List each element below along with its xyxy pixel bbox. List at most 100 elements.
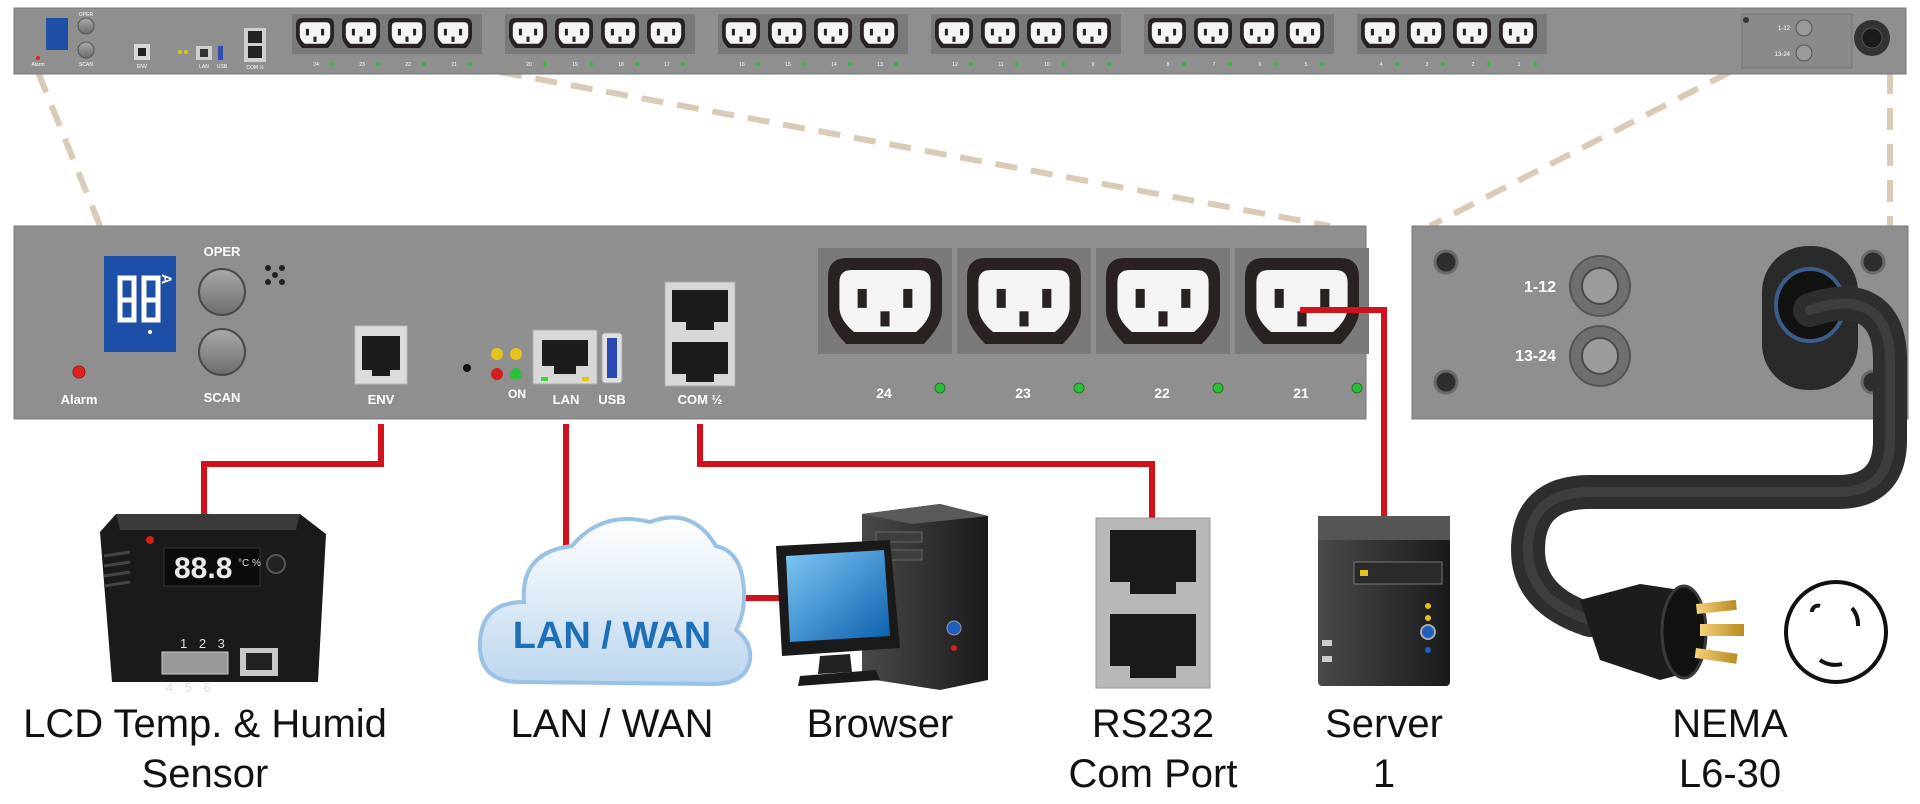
current-unit-label: A [159, 274, 175, 284]
caption-server-line1: Server [1325, 702, 1443, 746]
mini-breaker-label-1: 1-12 [1778, 26, 1791, 32]
caption-server: Server 1 [1294, 699, 1474, 799]
mini-outlet-7: 7 [1194, 18, 1232, 68]
mini-outlet-17: 17 [647, 18, 685, 68]
caption-server-line2: 1 [1372, 752, 1396, 796]
mini-outlet-15: 15 [768, 18, 806, 68]
mini-outlet-6: 6 [1240, 18, 1278, 68]
sensor-lcd-readout: 88.8 [174, 552, 232, 585]
cable-env-to-sensor [201, 424, 384, 520]
caption-nema: NEMA L6-30 [1630, 699, 1830, 799]
outlet-led-23 [1073, 382, 1085, 394]
power-cord [1510, 286, 1907, 637]
monitor-screen [786, 550, 890, 642]
front-outlets: 24 23 22 21 [818, 248, 1369, 401]
outlet-label-22: 22 [1154, 385, 1170, 401]
mini-outlet-19: 19 [555, 18, 593, 68]
caption-lan-wan: LAN / WAN [510, 702, 714, 746]
outlet-22: 22 [1096, 248, 1230, 401]
mini-outlet-label-15: 15 [785, 62, 791, 68]
mini-outlet-label-18: 18 [618, 62, 624, 68]
mini-outlet-14: 14 [814, 18, 852, 68]
mini-outlet-11: 11 [981, 18, 1019, 68]
mini-oper-button [77, 17, 95, 35]
mini-outlet-3: 3 [1407, 18, 1445, 68]
caption-rs232-line1: RS232 [1091, 702, 1215, 746]
mini-outlet-label-19: 19 [572, 62, 578, 68]
scan-button-label: SCAN [204, 390, 241, 405]
mini-outlet-label-6: 6 [1259, 62, 1262, 68]
sensor-unit-indicator: °C % [238, 558, 261, 569]
mini-outlet-label-5: 5 [1305, 62, 1308, 68]
outlet-21: 21 [1235, 248, 1369, 401]
mini-usb-port [218, 46, 223, 60]
mini-breaker-label-2: 13-24 [1775, 52, 1791, 58]
mini-com-label: COM ½ [246, 64, 264, 71]
pdu-breaker-panel: 1-12 13-24 [1411, 225, 1909, 420]
mini-lan-label: LAN [199, 64, 209, 70]
mini-alarm-label: Alarm [31, 62, 44, 68]
oper-button-label: OPER [204, 244, 241, 259]
lan-wan-cloud: LAN / WAN [477, 515, 753, 687]
caption-nema-line2: L6-30 [1678, 752, 1782, 796]
mini-outlet-8: 8 [1148, 18, 1186, 68]
alarm-led [72, 365, 86, 379]
mini-usb-label: USB [217, 64, 228, 70]
lan-port-label: LAN [553, 392, 580, 407]
sensor-port-numbers-bottom: 4 5 6 [166, 680, 215, 695]
server [1318, 516, 1450, 686]
outlet-label-21: 21 [1293, 385, 1309, 401]
mini-breaker-panel [1741, 13, 1853, 69]
mini-outlet-22: 22 [388, 18, 426, 68]
env-port-label: ENV [368, 392, 395, 407]
outlet-label-24: 24 [876, 385, 892, 401]
scan-button[interactable] [198, 328, 246, 376]
mini-outlet-13: 13 [860, 18, 898, 68]
outlet-label-23: 23 [1015, 385, 1031, 401]
oper-button[interactable] [198, 268, 246, 316]
mini-oper-label: OPER [79, 12, 94, 18]
mini-outlet-21: 21 [434, 18, 472, 68]
mini-env-label: ENV [137, 64, 148, 70]
mini-outlet-2: 2 [1453, 18, 1491, 68]
mini-outlet-10: 10 [1027, 18, 1065, 68]
mini-outlet-label-17: 17 [664, 62, 670, 68]
mini-outlet-label-24: 24 [313, 62, 319, 68]
current-lcd-display [104, 256, 176, 352]
mini-outlet-4: 4 [1361, 18, 1399, 68]
mini-outlet-label-10: 10 [1044, 62, 1050, 68]
mini-outlet-5: 5 [1286, 18, 1324, 68]
outlet-led-24 [934, 382, 946, 394]
sensor-lcd [163, 547, 261, 587]
caption-sensor: LCD Temp. & Humid Sensor [0, 699, 410, 799]
outlet-24: 24 [818, 248, 952, 401]
com-ports-label: COM ½ [678, 392, 723, 407]
mini-outlet-label-13: 13 [877, 62, 883, 68]
mini-outlet-24: 24 [296, 18, 334, 68]
outlet-23: 23 [957, 248, 1091, 401]
mini-outlet-label-4: 4 [1380, 62, 1383, 68]
rs232-com-port [1095, 517, 1211, 689]
outlet-led-22 [1212, 382, 1224, 394]
status-led-red [491, 368, 503, 380]
mini-outlet-1: 1 [1499, 18, 1537, 68]
mini-outlet-9: 9 [1073, 18, 1111, 68]
sensor-port-numbers-top: 1 2 3 [180, 636, 229, 651]
cable-com-to-rs232 [697, 424, 1155, 520]
sensor-dip-switches [161, 651, 229, 675]
mini-outlet-label-12: 12 [952, 62, 958, 68]
browser-computer [776, 504, 988, 690]
cloud-label: LAN / WAN [513, 615, 711, 657]
caption-rs232: RS232 Com Port [1040, 699, 1266, 799]
outlet-led-21 [1351, 382, 1363, 394]
on-led-label: ON [508, 387, 526, 401]
caption-nema-line1: NEMA [1672, 702, 1788, 746]
mini-outlet-18: 18 [601, 18, 639, 68]
status-led-yellow-2 [510, 348, 522, 360]
mini-outlet-label-1: 1 [1518, 62, 1521, 68]
mini-outlet-12: 12 [935, 18, 973, 68]
mini-outlet-label-7: 7 [1213, 62, 1216, 68]
temp-humidity-sensor: 88.8 °C % 1 2 3 4 5 6 [100, 514, 326, 695]
